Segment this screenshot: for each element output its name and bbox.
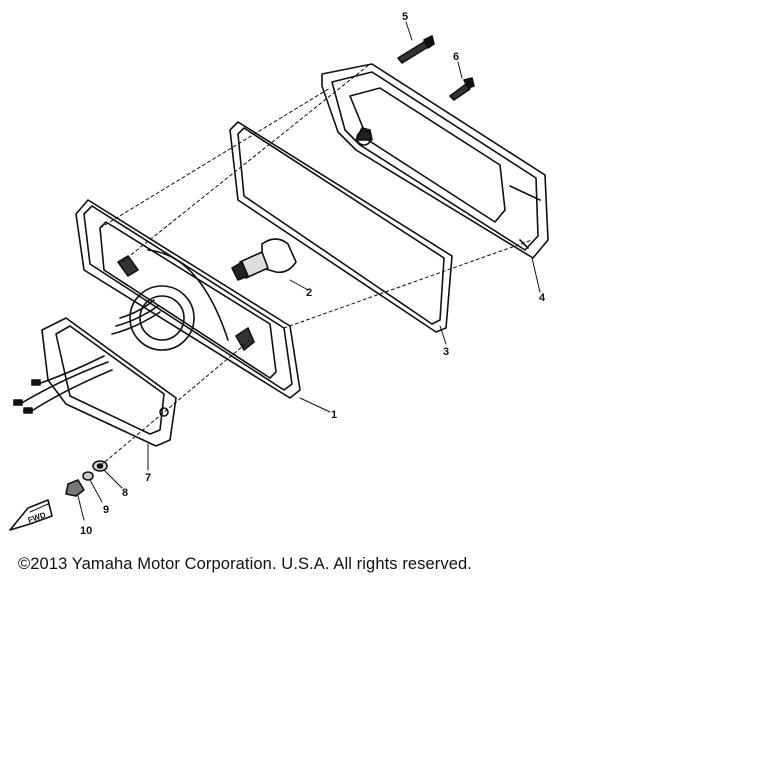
callout-9: 9 — [103, 504, 109, 516]
bulb — [231, 238, 297, 281]
screw-6 — [449, 77, 475, 101]
callout-3: 3 — [443, 346, 449, 358]
callout-8: 8 — [122, 487, 128, 499]
callout-6: 6 — [453, 51, 459, 63]
washer — [92, 460, 108, 472]
fwd-arrow-icon — [9, 499, 53, 531]
lock-washer — [82, 471, 94, 481]
copyright-notice: ©2013 Yamaha Motor Corporation. U.S.A. A… — [18, 555, 472, 573]
callout-1: 1 — [331, 409, 337, 421]
callout-4: 4 — [539, 292, 546, 304]
lens-housing — [321, 63, 549, 259]
base-plate — [75, 199, 301, 399]
callout-5: 5 — [402, 11, 408, 23]
gasket — [229, 121, 453, 333]
leader-lines — [77, 21, 541, 521]
callout-7: 7 — [145, 472, 151, 484]
screw-5 — [397, 35, 435, 64]
callout-10: 10 — [80, 525, 92, 537]
alignment-lines — [99, 63, 533, 467]
rear-cover — [13, 299, 177, 447]
callout-2: 2 — [306, 287, 312, 299]
nut — [65, 479, 85, 497]
